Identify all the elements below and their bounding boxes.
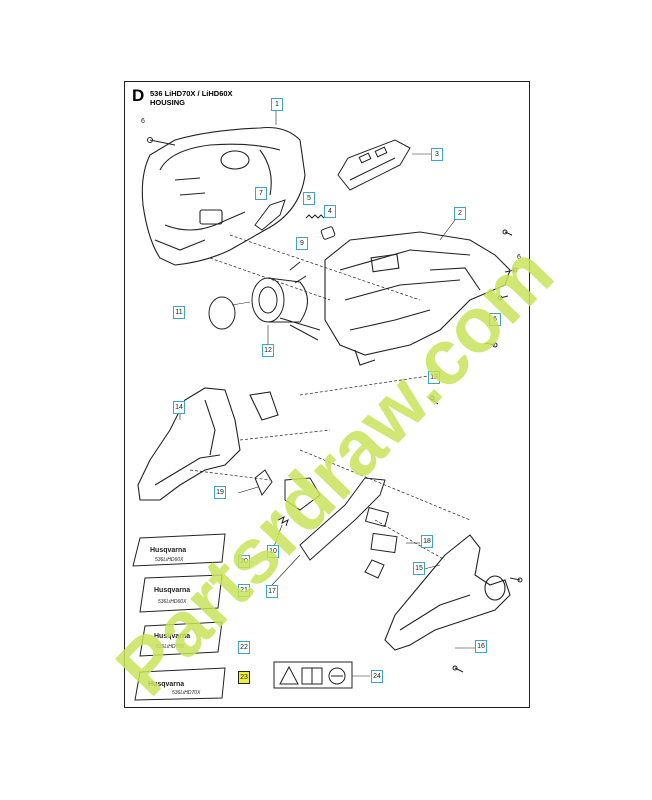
- section-letter: D: [132, 86, 145, 105]
- callout-17[interactable]: 17: [266, 585, 278, 598]
- callout-18[interactable]: 18: [421, 535, 433, 548]
- housing-left-half: [141, 126, 306, 266]
- callout-20[interactable]: 20: [238, 555, 250, 568]
- callout-6-lower[interactable]: 6: [489, 313, 501, 326]
- lever-17: [299, 477, 386, 561]
- callout-23[interactable]: 23: [238, 671, 250, 684]
- decal-23-brand: Husqvarna: [148, 681, 184, 688]
- decal-23: [134, 667, 226, 701]
- callout-15[interactable]: 15: [413, 562, 425, 575]
- decal-20-model: 536LiHD60X: [155, 557, 184, 563]
- spring-5: [305, 214, 325, 219]
- callout-16[interactable]: 16: [475, 640, 487, 653]
- callout-11[interactable]: 11: [173, 306, 185, 319]
- latch-part: [254, 199, 286, 231]
- decal-22-model: 536LiHD70X: [156, 644, 185, 650]
- callout-9[interactable]: 9: [296, 237, 308, 250]
- decal-21-brand: Husqvarna: [154, 587, 190, 594]
- callout-6-left: 6: [141, 118, 145, 125]
- callout-12[interactable]: 12: [262, 344, 274, 357]
- handle-left-14: [137, 387, 279, 501]
- decal-22-brand: Husqvarna: [154, 633, 190, 640]
- decal-22: [139, 621, 223, 657]
- callout-1[interactable]: 1: [271, 98, 283, 111]
- decal-20: [132, 533, 226, 567]
- decal-23-model: 536LiHD70X: [172, 690, 201, 696]
- callout-24[interactable]: 24: [371, 670, 383, 683]
- decal-20-brand: Husqvarna: [150, 547, 186, 554]
- callout-13[interactable]: 13: [428, 371, 440, 384]
- callout-10[interactable]: 10: [267, 545, 279, 558]
- diagram-frame: [124, 81, 530, 708]
- callout-4[interactable]: 4: [324, 205, 336, 218]
- callout-14[interactable]: 14: [173, 401, 185, 414]
- handle-right-15: [384, 534, 511, 651]
- callout-5[interactable]: 5: [303, 192, 315, 205]
- housing-right-half: [324, 231, 511, 366]
- decal-21-model: 536LiHD60X: [158, 599, 187, 605]
- callout-19[interactable]: 19: [214, 486, 226, 499]
- callout-21[interactable]: 21: [238, 584, 250, 597]
- model-label: 536 LiHD70X / LiHD60X: [150, 89, 233, 98]
- callout-6-right: 6: [517, 254, 521, 261]
- top-cover: [337, 139, 411, 191]
- o-ring-11: [208, 296, 236, 330]
- section-title: HOUSING: [150, 98, 186, 107]
- callout-22[interactable]: 22: [238, 641, 250, 654]
- callout-3[interactable]: 3: [431, 148, 443, 161]
- motor-12: [251, 277, 321, 341]
- callout-2[interactable]: 2: [454, 207, 466, 220]
- warning-label-24: [273, 661, 353, 689]
- decal-21: [139, 574, 223, 613]
- callout-7[interactable]: 7: [255, 187, 267, 200]
